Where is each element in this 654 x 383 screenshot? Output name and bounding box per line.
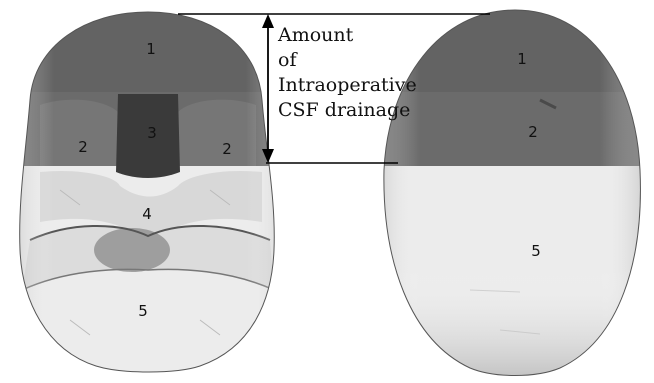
annotation-line-4: CSF drainage: [278, 99, 410, 121]
left-skull-label-3: 3: [147, 124, 157, 142]
right-skull: 1 2 5: [360, 0, 654, 383]
left-skull-label-2-right: 2: [222, 140, 232, 158]
left-skull-label-4: 4: [142, 205, 152, 223]
left-skull-label-1: 1: [146, 40, 156, 58]
annotation-line-3: Intraoperative: [278, 74, 417, 96]
right-skull-label-5: 5: [531, 242, 541, 260]
annotation-line-1: Amount: [277, 24, 354, 46]
arrow-head-up: [262, 14, 274, 28]
left-skull-label-2-left: 2: [78, 138, 88, 156]
annotation-line-2: of: [278, 49, 298, 71]
right-skull-label-1: 1: [517, 50, 527, 68]
left-skull: 1 2 3 2 4 5: [0, 0, 300, 383]
left-skull-label-5: 5: [138, 302, 148, 320]
right-skull-label-2: 2: [528, 123, 538, 141]
